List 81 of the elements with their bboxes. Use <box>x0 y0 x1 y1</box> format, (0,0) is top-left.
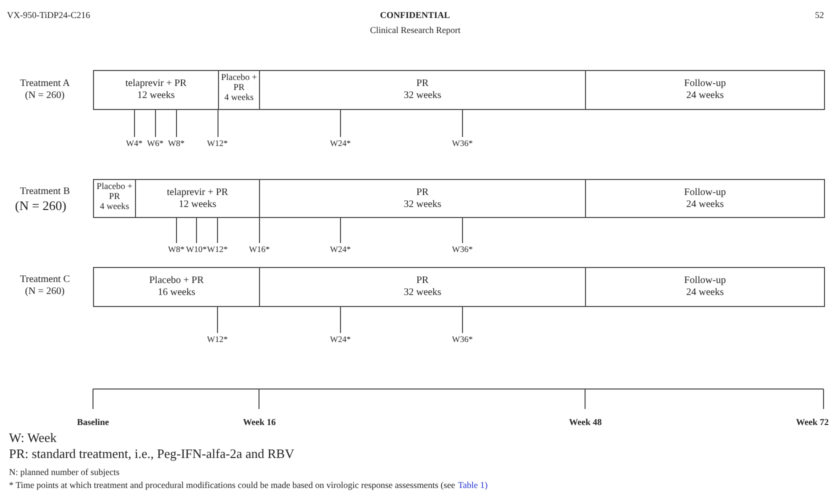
phase-text: 32 weeks <box>404 90 442 102</box>
timepoint-tick <box>259 218 260 244</box>
treatment-phase-box <box>93 267 260 307</box>
phase-text: 12 weeks <box>137 90 175 102</box>
treatment-arm-label: Treatment A <box>20 78 70 89</box>
treatment-phase-box <box>93 70 219 110</box>
phase-text: 24 weeks <box>686 287 724 299</box>
header-text: Clinical Research Report <box>370 25 460 36</box>
timepoint-label: W16* <box>249 244 270 255</box>
phase-text: Placebo + PR <box>149 275 204 287</box>
treatment-arm-label: (N = 260) <box>25 286 65 297</box>
treatment-phase-box <box>93 179 136 218</box>
treatment-phase-box <box>218 70 260 110</box>
phase-text: PR <box>416 186 429 198</box>
timepoint-tick <box>217 218 218 244</box>
phase-text: 24 weeks <box>686 198 724 210</box>
timepoint-label: W8* <box>168 138 185 149</box>
header-text: 52 <box>815 10 824 21</box>
phase-text: telaprevir + PR <box>125 78 187 90</box>
timepoint-tick <box>340 110 341 138</box>
timepoint-tick <box>134 110 135 138</box>
timepoint-tick <box>196 218 197 244</box>
footnote-text: PR: standard treatment, i.e., Peg-IFN-alfa-2a and RBV <box>9 446 294 461</box>
timepoint-label: W10* <box>186 244 207 255</box>
timeline-label: Week 16 <box>243 417 276 428</box>
treatment-phase-box <box>259 267 586 307</box>
treatment-phase-box <box>259 179 586 218</box>
follow-up-box <box>585 70 825 110</box>
timepoint-tick <box>176 110 177 138</box>
timepoint-label: W12* <box>207 334 228 345</box>
timepoint-tick <box>340 306 341 334</box>
timepoint-label: W24* <box>330 244 351 255</box>
timepoint-label: W24* <box>330 334 351 345</box>
header-text: VX-950-TiDP24-C216 <box>7 10 90 21</box>
footnote-text: * Time points at which treatment and procedural modifications could be made based on virologic response assessments (see <box>9 480 456 491</box>
phase-text: 4 weeks <box>100 201 130 211</box>
treatment-arm-label: (N = 260) <box>25 90 65 101</box>
phase-text: 4 weeks <box>224 92 254 102</box>
header-title: CONFIDENTIAL <box>380 10 450 21</box>
treatment-phase-box <box>135 179 260 218</box>
follow-up-box <box>585 267 825 307</box>
timepoint-label: W12* <box>207 138 228 149</box>
timeline-label: Week 72 <box>796 417 829 428</box>
phase-text: Placebo + PR <box>220 72 258 92</box>
timepoint-label: W6* <box>147 138 164 149</box>
phase-text: PR <box>416 78 429 90</box>
table-link: Table 1) <box>458 480 488 491</box>
treatment-arm-label: Treatment C <box>20 274 70 285</box>
timepoint-tick <box>155 110 156 138</box>
treatment-phase-box <box>259 70 586 110</box>
footnote-text: W: Week <box>9 430 57 445</box>
timepoint-label: W12* <box>207 244 228 255</box>
treatment-arm-label: Treatment B <box>20 186 70 197</box>
timepoint-label: W24* <box>330 138 351 149</box>
timepoint-label: W4* <box>126 138 143 149</box>
timepoint-tick <box>340 218 341 244</box>
timepoint-label: W36* <box>452 334 473 345</box>
timepoint-label: W8* <box>168 244 185 255</box>
phase-text: 32 weeks <box>404 287 442 299</box>
timepoint-tick <box>462 110 463 138</box>
phase-text: Follow-up <box>684 275 726 287</box>
timepoint-label: W36* <box>452 138 473 149</box>
phase-text: Placebo + PR <box>96 181 134 201</box>
phase-text: 32 weeks <box>404 198 442 210</box>
phase-text: 24 weeks <box>686 90 724 102</box>
timepoint-tick <box>462 306 463 334</box>
phase-text: Follow-up <box>684 78 726 90</box>
footnote-text: N: planned number of subjects <box>9 467 120 478</box>
timepoint-tick <box>462 218 463 244</box>
phase-text: PR <box>416 275 429 287</box>
timeline-label: Baseline <box>77 417 110 428</box>
phase-text: 12 weeks <box>178 198 216 210</box>
phase-text: telaprevir + PR <box>166 186 228 198</box>
timepoint-tick <box>176 218 177 244</box>
treatment-arm-label: (N = 260) <box>15 199 66 213</box>
timepoint-label: W36* <box>452 244 473 255</box>
timepoint-tick <box>217 306 218 334</box>
phase-text: 16 weeks <box>158 287 196 299</box>
follow-up-box <box>585 179 825 218</box>
timeline-label: Week 48 <box>569 417 602 428</box>
phase-text: Follow-up <box>684 186 726 198</box>
